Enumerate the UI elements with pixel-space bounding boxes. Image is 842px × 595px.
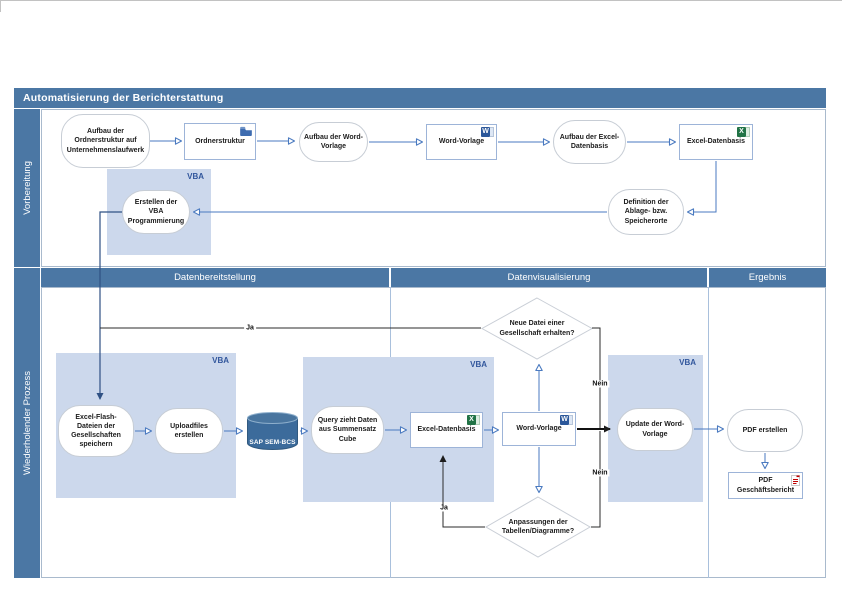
edge-label-ja-new-file: Ja: [244, 324, 256, 332]
vba-container-label: VBA: [679, 358, 696, 367]
process-label: Query zieht Daten aus Summensatz Cube: [317, 417, 378, 443]
pdf-icon: [791, 475, 800, 486]
process-word-setup: Aufbau der Word-Vorlage: [299, 122, 368, 162]
vba-container-label: VBA: [187, 172, 204, 181]
process-label: Word-Vorlage: [438, 138, 485, 146]
process-update-word: Update der Word-Vorlage: [617, 408, 693, 451]
vba-container-label: VBA: [212, 356, 229, 365]
column-header-label: Datenvisualisierung: [507, 272, 591, 283]
edge-label-nein-new-file: Nein: [590, 380, 610, 388]
diamond-shape: [481, 297, 593, 360]
excel-icon: X: [467, 415, 480, 425]
doc-word-template: W Word-Vorlage: [502, 412, 576, 446]
process-label: Excel-Flash-Dateien der Gesellschaften s…: [71, 413, 121, 449]
process-label: Excel-Datenbasis: [687, 138, 745, 146]
lane-wiederholender-prozess-label: Wiederholender Prozess: [21, 370, 33, 476]
process-upload-files: Uploadfiles erstellen: [155, 408, 223, 454]
column-header-datenbereitstellung: Datenbereitstellung: [41, 268, 389, 287]
column-header-ergebnis: Ergebnis: [709, 268, 826, 287]
diagram-title: Automatisierung der Berichterstattung: [14, 88, 826, 108]
doc-excel-db-prep: X Excel-Datenbasis: [679, 124, 753, 160]
process-label: Word-Vorlage: [516, 425, 562, 433]
word-icon-tile: W: [560, 415, 569, 425]
vba-container-label: VBA: [470, 360, 487, 369]
lane-vorbereitung-label: Vorbereitung: [21, 161, 33, 215]
edge-label-nein-adjustments: Nein: [590, 469, 610, 477]
excel-icon-page: [476, 415, 480, 425]
diamond-shape: [485, 496, 591, 558]
process-label: Aufbau der Excel-Datenbasis: [559, 133, 620, 150]
decision-new-file: Neue Datei einer Gesellschaft erhalten?: [481, 297, 593, 360]
process-vba-programming: Erstellen der VBA Programmierung: [122, 190, 190, 234]
process-pdf-create: PDF erstellen: [727, 409, 803, 452]
word-icon-page: [569, 415, 573, 425]
process-label: Uploadfiles erstellen: [170, 422, 208, 439]
process-flash-files: Excel-Flash-Dateien der Gesellschaften s…: [58, 405, 134, 457]
process-label: Excel-Datenbasis: [417, 426, 476, 434]
process-label: Aufbau der Ordnerstruktur auf Unternehme…: [66, 128, 145, 154]
database-label: SAP SEM-BCS: [249, 439, 296, 446]
folder-icon: [239, 126, 253, 136]
column-header-label: Datenbereitstellung: [174, 272, 256, 283]
process-label: Definition der Ablage- bzw. Speicherorte: [623, 199, 669, 225]
excel-icon: X: [737, 127, 750, 137]
column-header-datenvisualisierung: Datenvisualisierung: [391, 268, 707, 287]
excel-icon-page: [746, 127, 750, 137]
lane-wiederholender-prozess: Wiederholender Prozess: [14, 268, 40, 578]
column-header-label: Ergebnis: [748, 272, 787, 283]
excel-icon-tile: X: [737, 127, 746, 137]
page-edge-top: [0, 0, 842, 1]
process-query: Query zieht Daten aus Summensatz Cube: [311, 406, 384, 454]
process-label: PDF erstellen: [742, 426, 788, 434]
process-label: PDF Geschäftsbericht: [736, 477, 795, 494]
doc-excel-db: X Excel-Datenbasis: [410, 412, 483, 448]
word-icon-tile: W: [481, 127, 490, 137]
page-edge-left: [0, 0, 1, 12]
process-label: Ordnerstruktur: [195, 137, 245, 145]
database-sap-sem-bcs: SAP SEM-BCS: [246, 411, 299, 451]
lane-vorbereitung: Vorbereitung: [14, 109, 40, 267]
decision-adjustments: Anpassungen der Tabellen/Diagramme?: [485, 496, 591, 558]
process-label: Update der Word-Vorlage: [625, 421, 685, 438]
process-excel-setup: Aufbau der Excel-Datenbasis: [553, 120, 626, 164]
process-folder-setup: Aufbau der Ordnerstruktur auf Unternehme…: [61, 114, 150, 168]
word-icon: W: [481, 127, 494, 137]
doc-folder-structure: Ordnerstruktur: [184, 123, 256, 160]
decision-label: Neue Datei einer Gesellschaft erhalten?: [499, 320, 575, 337]
doc-pdf-report: PDF Geschäftsbericht: [728, 472, 803, 499]
edge-label-ja-adjustments: Ja: [438, 504, 450, 512]
column-divider-2: [708, 287, 709, 578]
decision-label: Anpassungen der Tabellen/Diagramme?: [501, 518, 575, 535]
word-icon-page: [490, 127, 494, 137]
word-icon: W: [560, 415, 573, 425]
database-cylinder-icon: [247, 412, 298, 450]
excel-icon-tile: X: [467, 415, 476, 425]
process-label: Erstellen der VBA Programmierung: [127, 199, 185, 225]
process-storage-definition: Definition der Ablage- bzw. Speicherorte: [608, 189, 684, 235]
doc-word-template-prep: W Word-Vorlage: [426, 124, 497, 160]
process-label: Aufbau der Word-Vorlage: [304, 133, 363, 150]
